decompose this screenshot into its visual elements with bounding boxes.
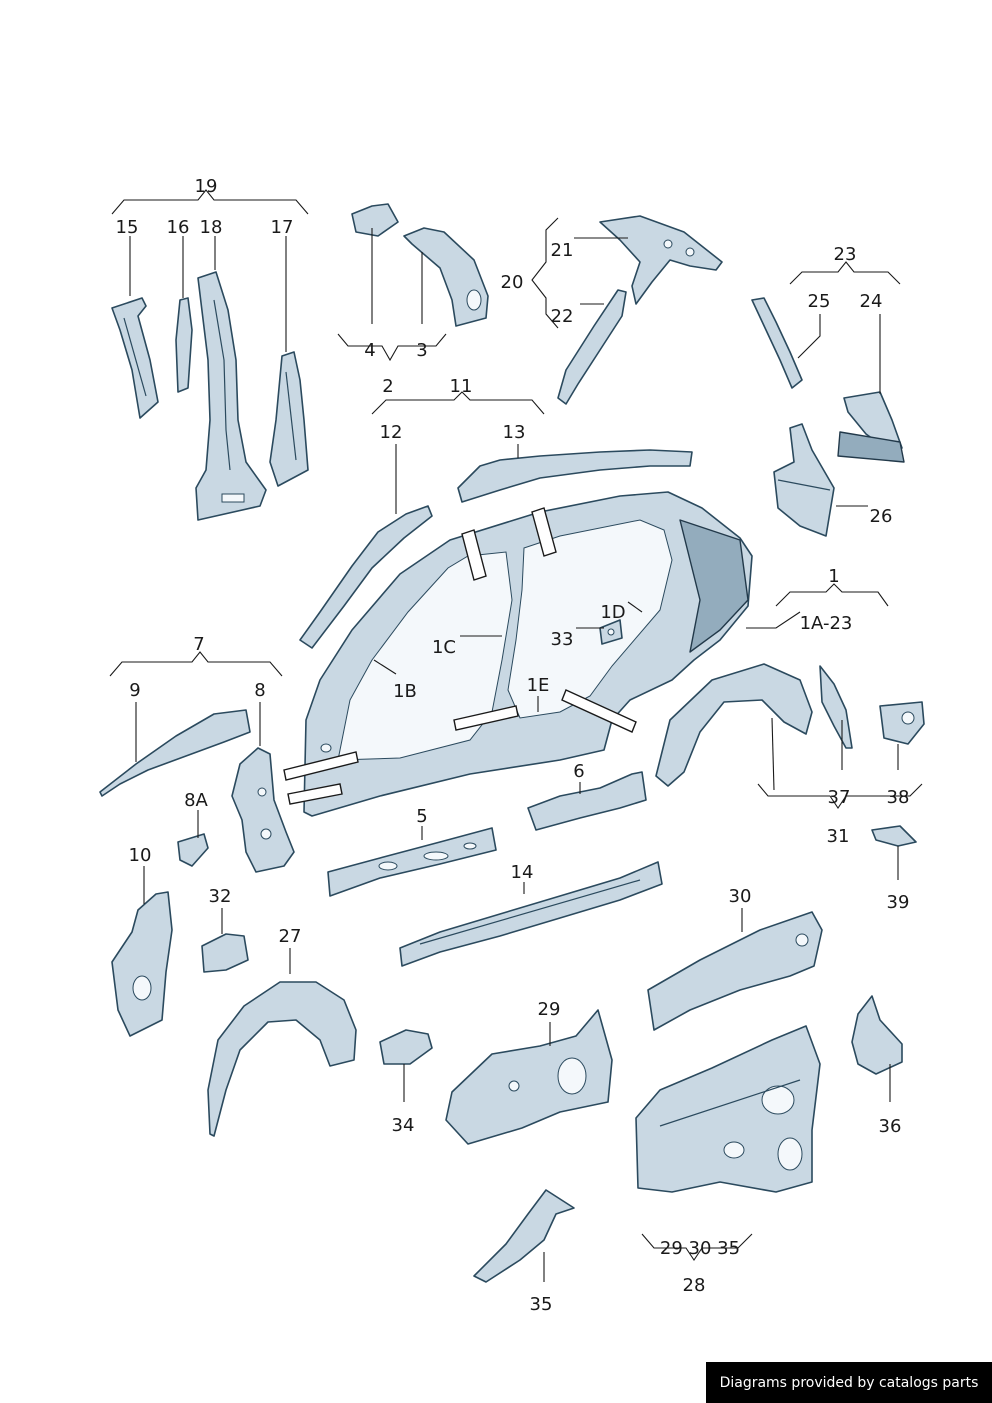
part-21[interactable] bbox=[599, 215, 723, 305]
part-10[interactable] bbox=[111, 891, 173, 1037]
callout-labels: 19 15 16 18 17 4 3 2 11 21 20 22 23 25 2… bbox=[116, 176, 910, 1315]
label-11: 11 bbox=[450, 376, 473, 397]
label-20: 20 bbox=[501, 272, 524, 293]
label-30: 30 bbox=[729, 886, 752, 907]
label-13: 13 bbox=[503, 422, 526, 443]
part-38[interactable] bbox=[879, 701, 925, 745]
label-3: 3 bbox=[416, 340, 427, 361]
part-14[interactable] bbox=[399, 861, 663, 967]
label-1D: 1D bbox=[600, 602, 625, 623]
part-29[interactable] bbox=[445, 1009, 613, 1145]
part-39[interactable] bbox=[871, 825, 917, 847]
part-5[interactable] bbox=[327, 827, 497, 897]
part-24[interactable] bbox=[837, 391, 905, 463]
label-23: 23 bbox=[834, 244, 857, 265]
label-24: 24 bbox=[860, 291, 883, 312]
label-25: 25 bbox=[808, 291, 831, 312]
label-35: 35 bbox=[530, 1294, 553, 1315]
label-26: 26 bbox=[870, 506, 893, 527]
part-31-wheelhouse[interactable] bbox=[655, 663, 813, 787]
label-22: 22 bbox=[551, 306, 574, 327]
label-2: 2 bbox=[382, 376, 393, 397]
part-36[interactable] bbox=[851, 995, 903, 1075]
part-34[interactable] bbox=[379, 1029, 433, 1065]
label-21: 21 bbox=[551, 240, 574, 261]
part-16[interactable] bbox=[175, 297, 193, 393]
label-39: 39 bbox=[887, 892, 910, 913]
label-1A-23: 1A-23 bbox=[800, 613, 853, 634]
label-34: 34 bbox=[392, 1115, 415, 1136]
label-1B: 1B bbox=[393, 681, 417, 702]
label-28-subparts: 29 30 35 bbox=[660, 1238, 740, 1259]
label-1C: 1C bbox=[432, 637, 456, 658]
part-37[interactable] bbox=[819, 665, 853, 749]
label-16: 16 bbox=[167, 217, 190, 238]
part-1-body-side-panel[interactable] bbox=[303, 491, 753, 817]
part-12[interactable] bbox=[299, 505, 433, 649]
part-30[interactable] bbox=[647, 911, 823, 1031]
part-8A[interactable] bbox=[177, 833, 209, 867]
part-26[interactable] bbox=[773, 423, 835, 537]
label-27: 27 bbox=[279, 926, 302, 947]
label-1: 1 bbox=[828, 566, 839, 587]
label-38: 38 bbox=[887, 787, 910, 808]
part-8[interactable] bbox=[231, 747, 295, 873]
label-14: 14 bbox=[511, 862, 534, 883]
label-37: 37 bbox=[828, 787, 851, 808]
label-5: 5 bbox=[416, 806, 427, 827]
label-8: 8 bbox=[254, 680, 265, 701]
label-29: 29 bbox=[538, 999, 561, 1020]
part-13[interactable] bbox=[457, 449, 693, 503]
credit-text: Diagrams provided by catalogs parts bbox=[719, 1374, 979, 1391]
credit-banner: Diagrams provided by catalogs parts bbox=[706, 1362, 992, 1403]
part-4[interactable] bbox=[351, 203, 399, 237]
cut-lines bbox=[283, 507, 637, 805]
part-6[interactable] bbox=[527, 771, 647, 831]
label-36: 36 bbox=[879, 1116, 902, 1137]
part-35[interactable] bbox=[473, 1189, 575, 1283]
label-17: 17 bbox=[271, 217, 294, 238]
part-9[interactable] bbox=[99, 709, 251, 797]
label-31: 31 bbox=[827, 826, 850, 847]
part-15[interactable] bbox=[111, 297, 159, 419]
label-15: 15 bbox=[116, 217, 139, 238]
label-12: 12 bbox=[380, 422, 403, 443]
part-17[interactable] bbox=[269, 351, 309, 487]
part-22[interactable] bbox=[557, 289, 627, 405]
label-4: 4 bbox=[364, 340, 375, 361]
label-18: 18 bbox=[200, 217, 223, 238]
part-33[interactable] bbox=[599, 619, 623, 645]
part-3[interactable] bbox=[403, 227, 489, 327]
part-28[interactable] bbox=[635, 1025, 821, 1193]
label-32: 32 bbox=[209, 886, 232, 907]
part-32[interactable] bbox=[201, 933, 249, 973]
label-9: 9 bbox=[129, 680, 140, 701]
label-28: 28 bbox=[683, 1275, 706, 1296]
part-25[interactable] bbox=[751, 297, 803, 389]
leader-lines bbox=[109, 189, 923, 1282]
label-8A: 8A bbox=[184, 790, 208, 811]
label-7: 7 bbox=[193, 634, 204, 655]
label-10: 10 bbox=[129, 845, 152, 866]
part-18[interactable] bbox=[195, 271, 267, 521]
label-1E: 1E bbox=[527, 675, 550, 696]
label-6: 6 bbox=[573, 761, 584, 782]
part-27[interactable] bbox=[207, 981, 357, 1137]
label-33: 33 bbox=[551, 629, 574, 650]
label-19: 19 bbox=[195, 176, 218, 197]
